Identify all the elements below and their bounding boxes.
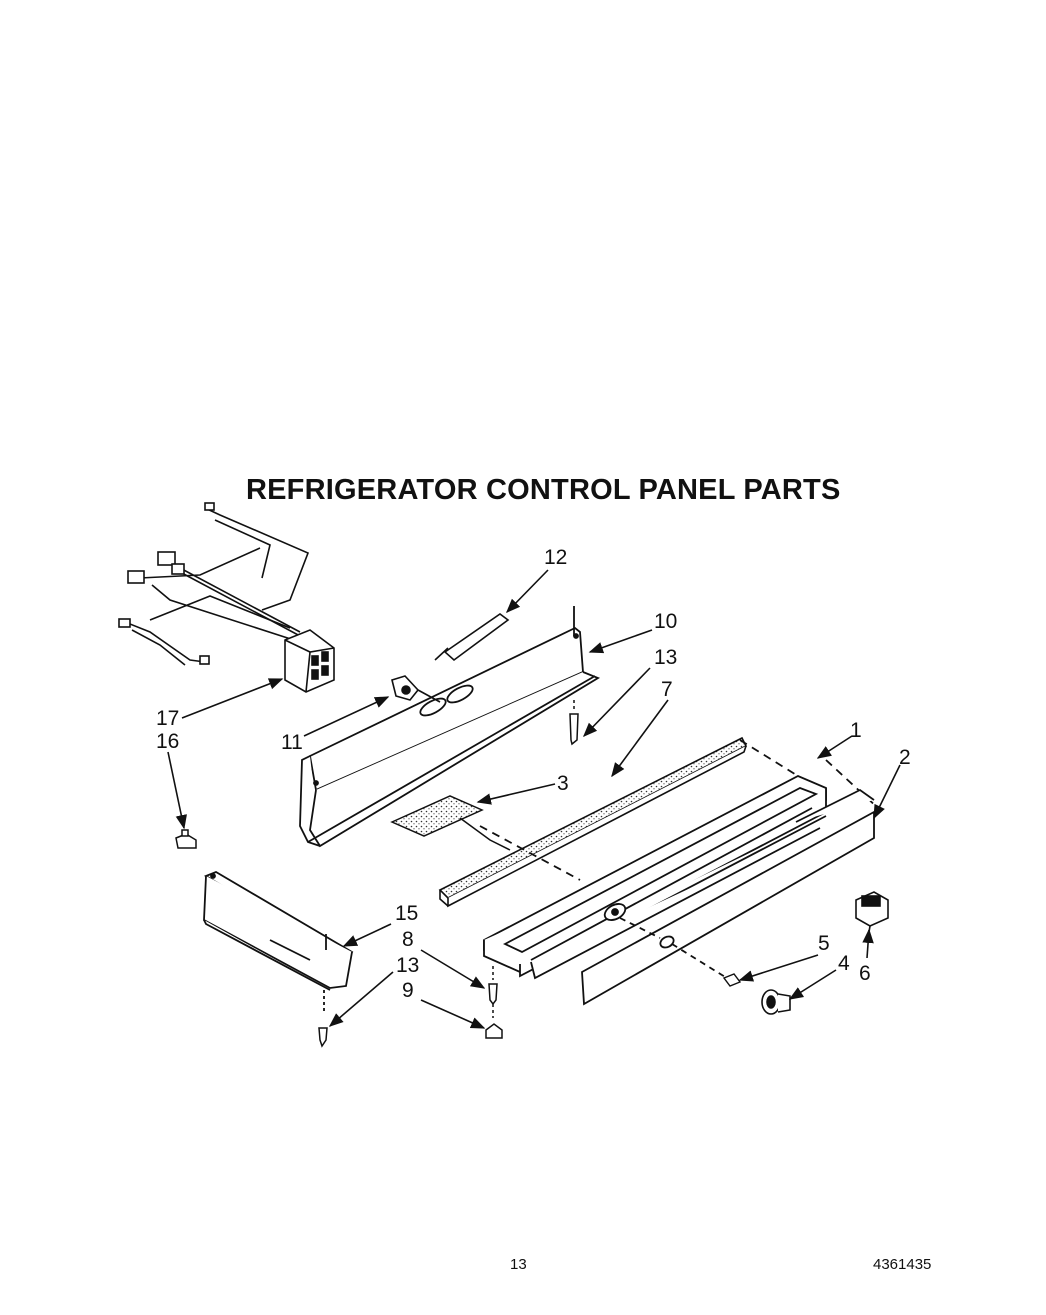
callout-7: 7 bbox=[661, 678, 673, 701]
callout-leaders bbox=[167, 569, 901, 1029]
screw-and-washer bbox=[485, 966, 503, 1039]
wiring-harness bbox=[118, 502, 335, 693]
lamp-clip bbox=[722, 973, 742, 987]
screw-upper bbox=[569, 700, 579, 746]
callout-1: 1 bbox=[850, 719, 862, 742]
diagram-title: REFRIGERATOR CONTROL PANEL PARTS bbox=[246, 474, 841, 506]
lamp-socket bbox=[761, 989, 791, 1015]
page-number: 13 bbox=[510, 1256, 527, 1273]
callout-9: 9 bbox=[402, 979, 414, 1002]
callout-8: 8 bbox=[402, 928, 414, 951]
clip-part bbox=[175, 829, 197, 849]
lower-rail bbox=[203, 871, 354, 1012]
control-knob-thermostat bbox=[391, 675, 441, 703]
callout-3: 3 bbox=[557, 772, 569, 795]
callout-4: 4 bbox=[838, 952, 850, 975]
screw-lower bbox=[318, 1027, 328, 1048]
callout-15: 15 bbox=[395, 902, 418, 925]
control-housing bbox=[479, 739, 879, 980]
front-trim-panel bbox=[581, 788, 875, 1006]
callout-5: 5 bbox=[818, 932, 830, 955]
callout-6: 6 bbox=[859, 962, 871, 985]
insulation-strip bbox=[438, 736, 748, 908]
thermostat-sensor bbox=[434, 613, 510, 662]
callout-12: 12 bbox=[544, 546, 567, 569]
callout-13-upper: 13 bbox=[654, 646, 677, 669]
callout-13-lower: 13 bbox=[396, 954, 419, 977]
rocker-switch bbox=[855, 891, 889, 939]
control-bracket bbox=[299, 606, 601, 848]
callout-2: 2 bbox=[899, 746, 911, 769]
callout-17: 17 bbox=[156, 707, 179, 730]
callout-11: 11 bbox=[281, 731, 303, 754]
document-number: 4361435 bbox=[873, 1256, 932, 1273]
callout-16: 16 bbox=[156, 730, 179, 753]
label-decal bbox=[390, 795, 511, 851]
callout-10: 10 bbox=[654, 610, 677, 633]
